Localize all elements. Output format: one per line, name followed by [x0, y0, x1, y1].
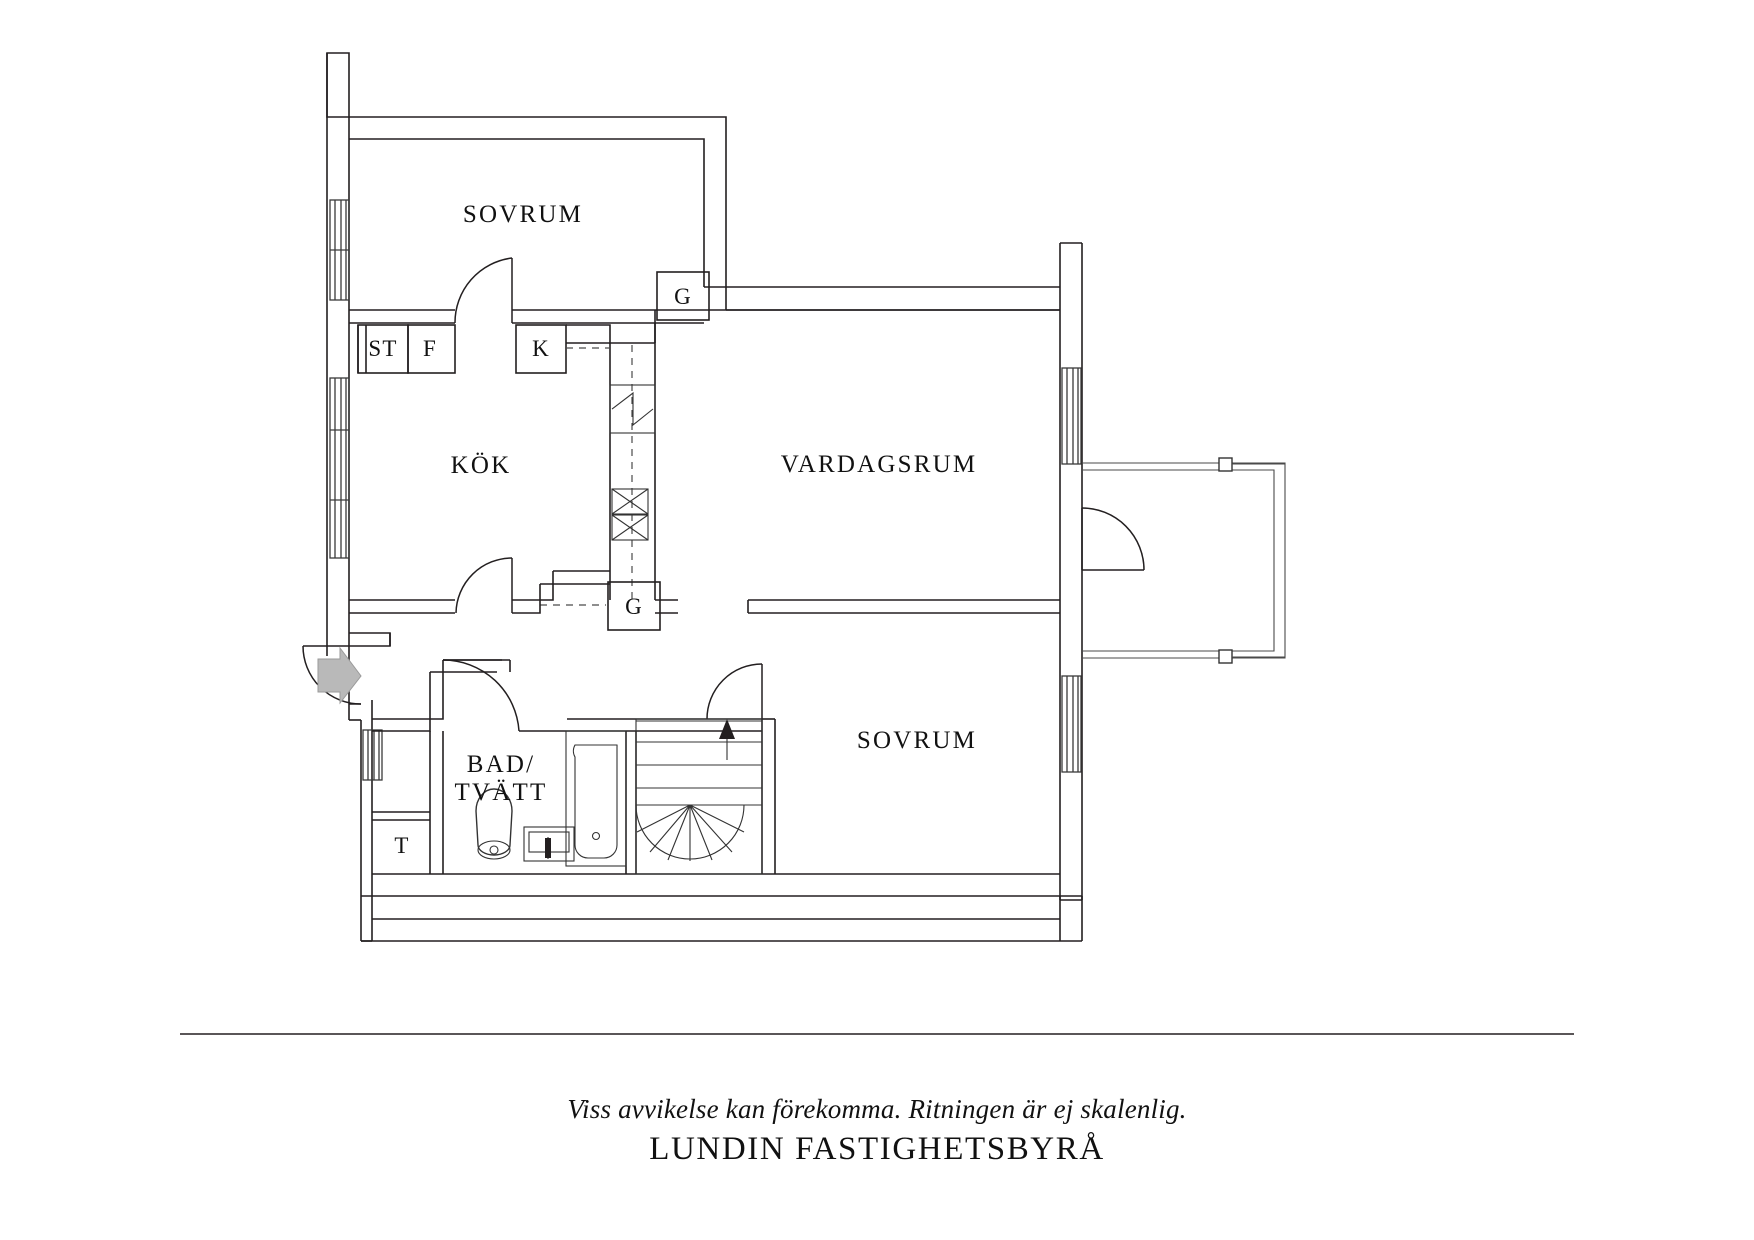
balcony: [1082, 457, 1286, 664]
window-right-bedroom: [1061, 675, 1082, 773]
footer-brand: LUNDIN FASTIGHETSBYRÅ: [649, 1130, 1105, 1167]
room-label-bad-line2: TVÄTT: [455, 779, 548, 806]
window-left-bath: [362, 729, 383, 781]
room-label-vardagsrum: VARDAGSRUM: [781, 451, 978, 478]
door-swings: [302, 257, 1145, 732]
label-st: ST: [368, 336, 397, 361]
exterior-walls: [326, 52, 1083, 942]
cabinet-g-kitchen: [607, 581, 661, 631]
small-labels: ST F K G G T: [368, 284, 692, 858]
winder-staircase: [635, 718, 763, 875]
label-g-top: G: [674, 284, 692, 309]
window-left-kitchen: [329, 377, 350, 559]
cabinet-f: [407, 324, 456, 374]
washbasin: [523, 826, 575, 862]
cabinet-g-top: [656, 271, 710, 321]
room-label-bad-line1: BAD/: [467, 751, 536, 778]
stairs-up-arrow: [719, 719, 735, 739]
window-left-top: [329, 199, 350, 301]
window-right-living: [1061, 367, 1082, 465]
windows: [329, 199, 1082, 781]
label-t: T: [394, 833, 409, 858]
entrance-arrow: [317, 646, 362, 705]
stove: [611, 488, 649, 541]
label-f: F: [423, 336, 437, 361]
room-label-sovrum-bottom: SOVRUM: [857, 727, 977, 754]
kitchen-sink: [609, 384, 656, 434]
room-label-kok: KÖK: [451, 452, 512, 479]
cabinet-k: [515, 324, 567, 374]
toilet: [475, 788, 513, 860]
footer-disclaimer: Viss avvikelse kan förekomma. Ritningen …: [567, 1094, 1187, 1124]
footer: Viss avvikelse kan förekomma. Ritningen …: [0, 1094, 1754, 1167]
label-k: K: [532, 336, 550, 361]
room-label-sovrum-top: SOVRUM: [463, 201, 583, 228]
room-labels: SOVRUM KÖK VARDAGSRUM SOVRUM BAD/ TVÄTT: [451, 201, 978, 806]
label-g-kitchen: G: [625, 594, 643, 619]
bathtub: [565, 730, 627, 867]
